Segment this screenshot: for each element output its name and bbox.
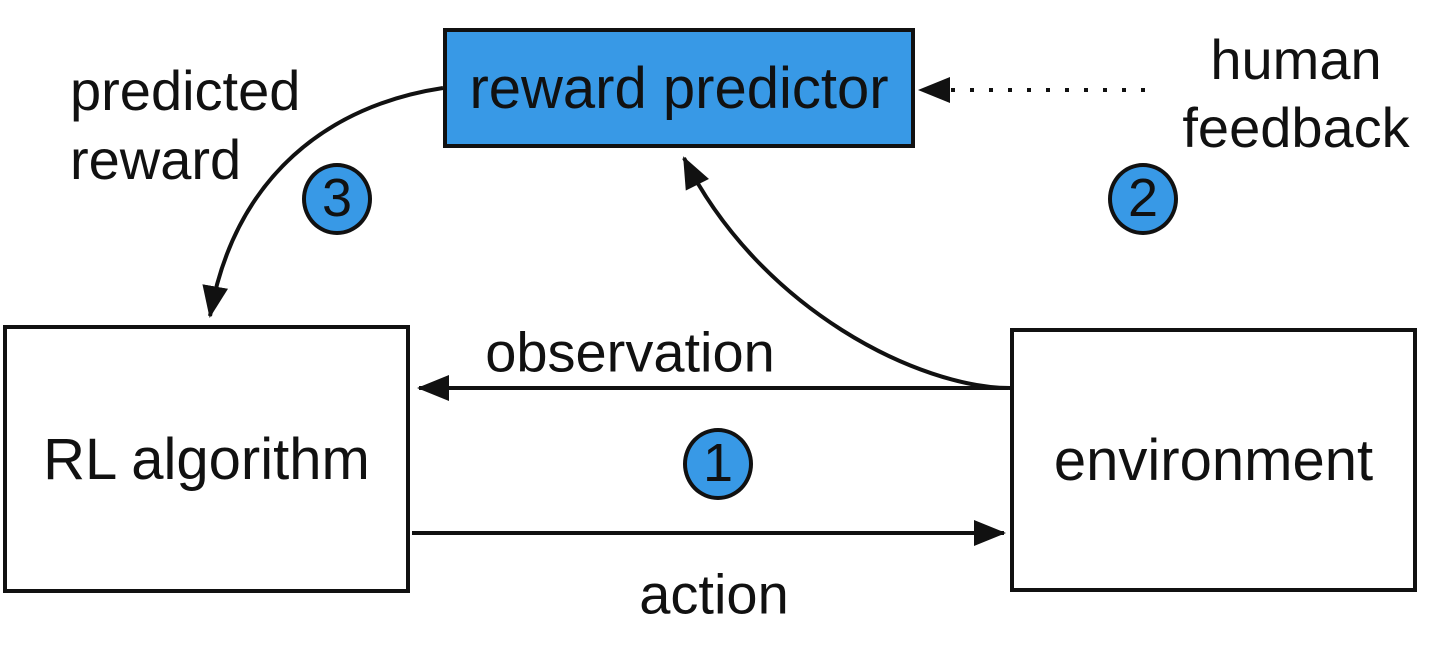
node-rl-algorithm: RL algorithm	[3, 325, 410, 593]
node-reward-predictor: reward predictor	[443, 28, 915, 148]
step-badge-1: 1	[683, 428, 753, 500]
edge-label-action: action	[639, 560, 788, 629]
observation-label-text: observation	[485, 320, 775, 384]
edge-predicted-reward-arrow	[202, 86, 444, 318]
edge-label-human-feedback: human feedback	[1182, 26, 1409, 162]
action-label-text: action	[639, 562, 789, 626]
step-badge-3-number: 3	[321, 168, 353, 228]
human-feedback-line-1: human	[1210, 28, 1382, 91]
step-badge-2: 2	[1108, 163, 1178, 235]
step-badge-1-number: 1	[702, 433, 734, 493]
predicted-reward-line-1: predicted	[70, 59, 301, 122]
edge-label-predicted-reward: predicted reward	[70, 56, 300, 194]
node-rl-algorithm-label: RL algorithm	[43, 426, 370, 492]
human-feedback-line-2: feedback	[1182, 96, 1410, 159]
edge-environment-to-reward-predictor-arrow	[682, 156, 1011, 390]
node-environment: environment	[1010, 328, 1417, 592]
node-reward-predictor-label: reward predictor	[469, 55, 889, 121]
step-badge-3: 3	[302, 163, 372, 235]
edge-label-observation: observation	[485, 318, 775, 387]
predicted-reward-line-2: reward	[70, 128, 242, 191]
step-badge-2-number: 2	[1127, 168, 1159, 228]
node-environment-label: environment	[1053, 427, 1374, 493]
